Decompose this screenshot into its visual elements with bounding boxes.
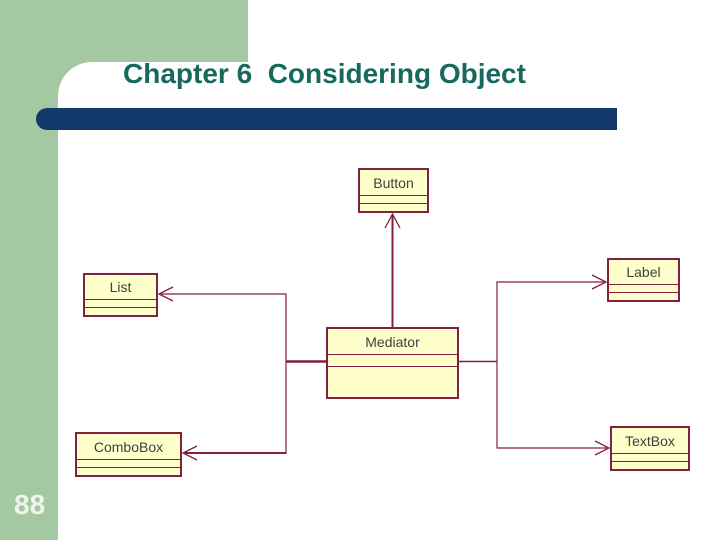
class-attributes-compartment bbox=[85, 299, 156, 307]
class-box-label: Label bbox=[607, 258, 680, 302]
class-operations-compartment bbox=[609, 292, 678, 300]
connector-mediator-button bbox=[384, 212, 401, 328]
class-box-button: Button bbox=[358, 168, 429, 213]
class-operations-compartment bbox=[360, 203, 427, 211]
class-operations-compartment bbox=[85, 307, 156, 315]
connector-mediator-label bbox=[458, 274, 608, 448]
slide-title: Chapter 6 Considering Object bbox=[123, 58, 526, 89]
class-name-button: Button bbox=[373, 174, 414, 191]
class-operations-compartment bbox=[612, 461, 688, 469]
class-attributes-compartment bbox=[612, 453, 688, 461]
class-box-mediator: Mediator bbox=[326, 327, 459, 399]
class-name-label: Label bbox=[626, 264, 661, 280]
class-box-textbox: TextBox bbox=[610, 426, 690, 471]
connector-mediator-combobox bbox=[181, 445, 287, 461]
left-sidebar bbox=[0, 0, 59, 540]
open-arrowhead-up-icon bbox=[384, 212, 401, 229]
class-name-textbox: TextBox bbox=[625, 432, 675, 449]
open-arrowhead-right-icon bbox=[591, 274, 608, 290]
open-arrowhead-left-icon bbox=[181, 445, 198, 461]
class-name-combobox: ComboBox bbox=[93, 438, 164, 455]
class-attributes-compartment bbox=[360, 195, 427, 203]
connector-mediator-list bbox=[157, 286, 327, 453]
connector-mediator-textbox bbox=[496, 440, 611, 456]
class-attributes-compartment bbox=[609, 284, 678, 292]
class-name-list: List bbox=[109, 279, 132, 295]
open-arrowhead-left-icon bbox=[157, 286, 174, 302]
class-attributes-compartment bbox=[328, 354, 457, 366]
class-box-list: List bbox=[83, 273, 158, 317]
class-operations-compartment bbox=[77, 467, 180, 475]
open-arrowhead-right-icon bbox=[594, 440, 611, 456]
title-accent-bar bbox=[36, 108, 617, 130]
class-name-mediator: Mediator bbox=[365, 333, 420, 350]
class-box-combobox: ComboBox bbox=[75, 432, 182, 477]
class-attributes-compartment bbox=[77, 459, 180, 467]
class-operations-compartment bbox=[328, 366, 457, 397]
page-number: 88 bbox=[14, 489, 46, 520]
